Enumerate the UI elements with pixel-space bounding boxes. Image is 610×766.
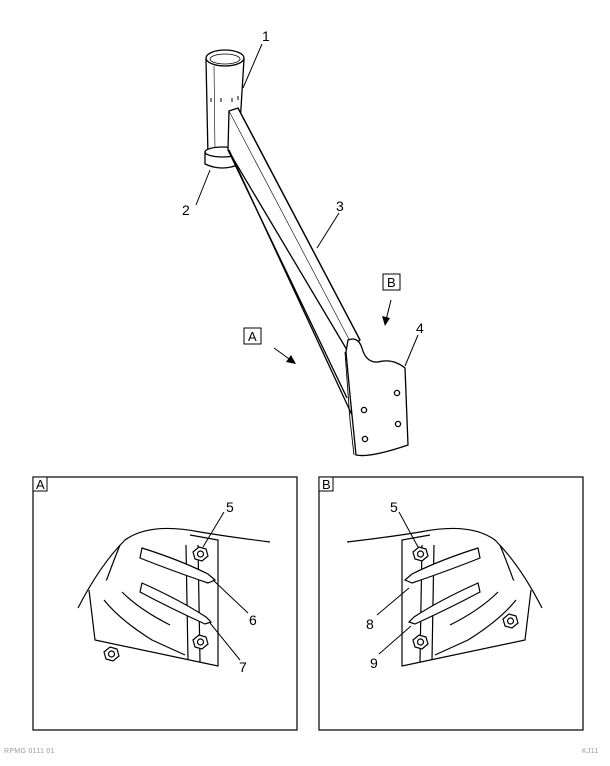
- hex-nut-b2-icon: [412, 634, 429, 650]
- detail-b-label: B: [322, 477, 331, 492]
- hex-nut-b3-icon: [502, 613, 519, 629]
- detail-a-callout-5: 5: [226, 499, 234, 515]
- hex-nut-a2-icon: [192, 634, 209, 650]
- detail-a-callout-6: 6: [249, 612, 257, 628]
- callout-2: 2: [182, 202, 190, 218]
- detail-b-leaders: [376, 511, 419, 655]
- callout-leaders: [195, 43, 419, 367]
- hex-nut-a3-icon: [103, 646, 120, 662]
- callout-1: 1: [262, 28, 270, 44]
- page-ref: KJ11: [582, 748, 599, 755]
- arrow-a-icon: [286, 355, 296, 364]
- detail-a-leaders: [202, 511, 249, 661]
- view-a-label: A: [248, 329, 257, 344]
- detail-b-panel: B: [318, 476, 584, 731]
- figure-id: RPMG 0111 01: [4, 748, 55, 755]
- view-b-label: B: [387, 275, 396, 290]
- detail-a-panel: A: [32, 476, 298, 731]
- callout-3: 3: [336, 198, 344, 214]
- support-arm: [227, 107, 361, 416]
- view-a-indicator: A: [243, 327, 296, 364]
- mounting-plate: [344, 338, 409, 457]
- detail-b-callout-9: 9: [370, 655, 378, 671]
- detail-a-callout-7: 7: [239, 659, 247, 675]
- arrow-b-icon: [382, 316, 390, 326]
- callout-4: 4: [416, 320, 424, 336]
- hex-nut-b1-icon: [412, 546, 429, 562]
- hex-nut-a1-icon: [192, 546, 209, 562]
- detail-b-callout-5: 5: [390, 499, 398, 515]
- detail-a-label: A: [36, 477, 45, 492]
- view-b-indicator: B: [382, 273, 401, 326]
- detail-b-callout-8: 8: [366, 616, 374, 632]
